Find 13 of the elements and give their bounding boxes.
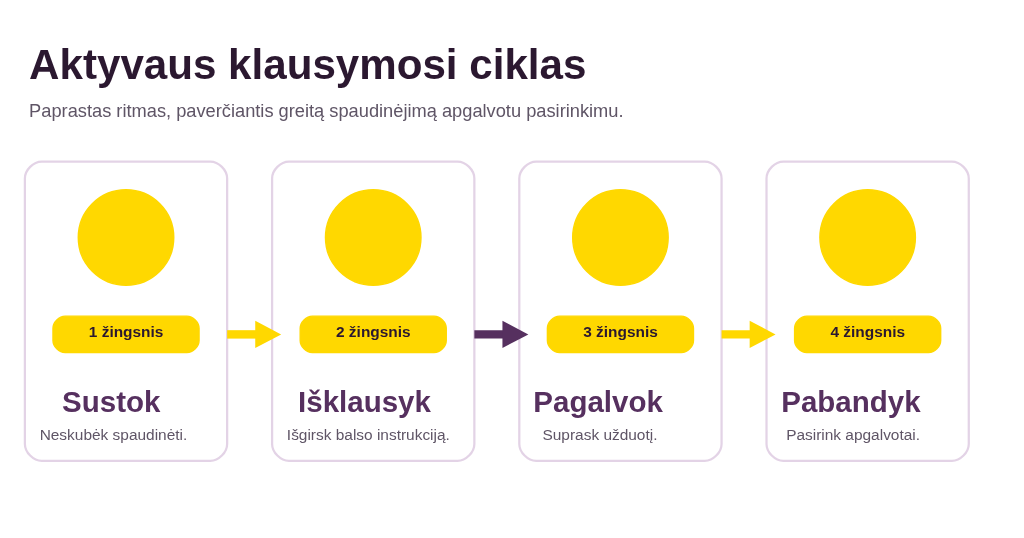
caption: Paprastas ritmas, paverčiantis greitą spaudinėjimą apgalvotu pasirinkimu. (29, 99, 624, 121)
node-circle (819, 188, 917, 286)
node-box: 2 žingsnis (299, 314, 447, 353)
arrow (474, 320, 529, 348)
node-circle (324, 188, 422, 286)
diagram-title: Aktyvaus klausymosi ciklas (29, 40, 587, 88)
node-box: 4 žingsnis (793, 314, 942, 353)
node-box: 3 žingsnis (546, 314, 695, 353)
arrow (721, 320, 776, 348)
node-circle (571, 188, 669, 286)
node-circle (77, 188, 175, 286)
arrow (227, 320, 282, 348)
node-box: 1 žingsnis (52, 314, 200, 353)
